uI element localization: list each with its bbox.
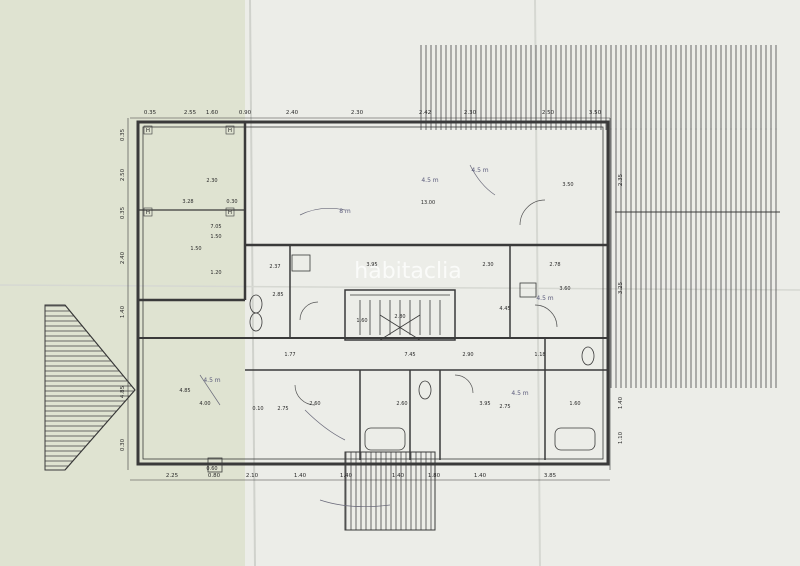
dimension-labels-bottom: 2.25 0.80 2.10 1.40 1.40 1.40 1.80 1.40 3.85: [166, 473, 557, 479]
dimension-label: 7.45: [404, 352, 415, 358]
dimension-label: 0.60: [206, 466, 217, 472]
dimension-label: 2.80: [394, 314, 405, 320]
dimension-label: 2.35: [618, 173, 624, 186]
dimension-label: 2.42: [419, 110, 431, 116]
dimension-label: 2.55: [184, 110, 197, 116]
handwritten-note: 4.5 m: [511, 390, 528, 397]
h-marker-label: H: [228, 210, 232, 216]
dimension-label: 1.60: [206, 110, 219, 116]
h-marker-label: H: [146, 128, 150, 134]
dimension-label: 2.75: [499, 404, 510, 410]
dimension-label: 0.80: [208, 473, 221, 479]
dimension-label: 1.40: [618, 396, 624, 409]
dimension-lines: [127, 117, 611, 481]
dimension-label: 2.30: [206, 178, 217, 184]
dimension-labels-left: 0.35 2.50 0.35 2.40 1.40 4.85 0.30: [120, 128, 126, 451]
dimension-label: 2.85: [272, 292, 283, 298]
dimension-label: 2.25: [166, 473, 179, 479]
dimension-label: 1.60: [569, 401, 580, 407]
roof-hatch-right: [418, 45, 778, 130]
dimension-label: 2.10: [246, 473, 259, 479]
watermark: habitaclia: [354, 259, 461, 284]
door-swings: [294, 199, 558, 406]
dimension-label: 3.60: [559, 286, 570, 292]
dimension-label: 0.30: [120, 438, 126, 451]
dimension-label: 1.50: [210, 234, 221, 240]
dimension-label: 1.10: [618, 431, 624, 444]
dimension-label: 3.95: [479, 401, 490, 407]
handwritten-note: 4.5 m: [203, 377, 220, 384]
dimension-label: 2.50: [120, 168, 126, 181]
dimension-label: 3.50: [562, 182, 573, 188]
dimension-label: 4.85: [179, 388, 190, 394]
dimension-label: 1.77: [284, 352, 295, 358]
dimension-label: 1.40: [120, 305, 126, 318]
dimension-label: 2.30: [482, 262, 493, 268]
h-marker-box: [143, 207, 153, 217]
bathroom-fixtures: [207, 254, 596, 473]
dimension-label: 1.60: [356, 318, 367, 324]
dimension-label: 2.75: [277, 406, 288, 412]
exterior-walls: [136, 120, 610, 466]
h-marker-box: [225, 207, 235, 217]
handwritten-note: 8 m: [339, 208, 351, 215]
dimension-label: 3.85: [544, 473, 557, 479]
roof-hip: [64, 389, 136, 471]
dimension-label: 2.40: [286, 110, 299, 116]
dimension-label: 2.37: [269, 264, 280, 270]
handwritten-notes: 4.5 m 4.5 m 8 m 4.5 m 4.5 m 4.5 m: [203, 167, 553, 397]
dimension-label: 13.00: [421, 200, 435, 206]
dimension-label: 4.85: [120, 385, 126, 398]
dimension-label: 1.40: [392, 473, 405, 479]
dimension-label: 2.30: [464, 110, 477, 116]
dimension-labels-right: 2.35 3.25 1.40 1.10: [618, 173, 624, 444]
dimension-label: 1.40: [474, 473, 487, 479]
dimension-label: 2.50: [542, 110, 555, 116]
dimension-label: 0.90: [239, 110, 252, 116]
handwritten-note: 4.5 m: [421, 177, 438, 184]
dimension-label: 1.40: [340, 473, 353, 479]
dimension-label: 3.28: [182, 199, 193, 205]
dimension-label: 0.30: [226, 199, 237, 205]
dimension-label: 0.10: [252, 406, 263, 412]
handwritten-note: 4.5 m: [471, 167, 488, 174]
paper-fold-line: [249, 0, 256, 566]
dimension-labels-interior: 3.28 0.30 7.05 13.00 2.30 1.50 1.20 1.50 3.95 2.3…: [179, 178, 580, 472]
dimension-label: 3.25: [618, 281, 624, 294]
roof-hip: [64, 304, 136, 391]
dimension-label: 4.00: [199, 401, 210, 407]
roof-hatch-right: [610, 128, 780, 388]
dimension-label: 2.40: [120, 251, 126, 264]
staircase: [350, 294, 450, 341]
pencil-markings: [199, 164, 496, 508]
dimension-label: 0.35: [120, 128, 126, 141]
dimension-label: 1.50: [190, 246, 201, 252]
dimension-label: 3.95: [366, 262, 377, 268]
dimension-label: 4.45: [499, 306, 510, 312]
dimension-label: 2.78: [549, 262, 560, 268]
handwritten-note: 4.5 m: [536, 295, 553, 302]
dimension-label: 1.18: [534, 352, 545, 358]
dimension-label: 1.80: [428, 473, 441, 479]
dimension-label: 2.60: [309, 401, 320, 407]
dimension-label: 2.60: [396, 401, 407, 407]
dimension-label: 2.30: [351, 110, 364, 116]
dimension-label: 7.05: [210, 224, 221, 230]
h-marker-box: [143, 125, 153, 135]
h-marker-label: H: [146, 210, 150, 216]
paper-tinted-strip: [0, 0, 245, 566]
dimension-label: 0.35: [120, 206, 126, 219]
dimension-label: 3.50: [589, 110, 602, 116]
dimension-label: 2.90: [462, 352, 473, 358]
h-marker-label: H: [228, 128, 232, 134]
dimension-label: 0.35: [144, 110, 157, 116]
dimension-labels-top: 0.35 2.55 1.60 0.90 2.40 2.30 2.42 2.30 2.50 3.50: [144, 110, 602, 116]
h-marker-box: [225, 125, 235, 135]
dimension-label: 1.20: [210, 270, 221, 276]
dimension-label: 1.40: [294, 473, 307, 479]
